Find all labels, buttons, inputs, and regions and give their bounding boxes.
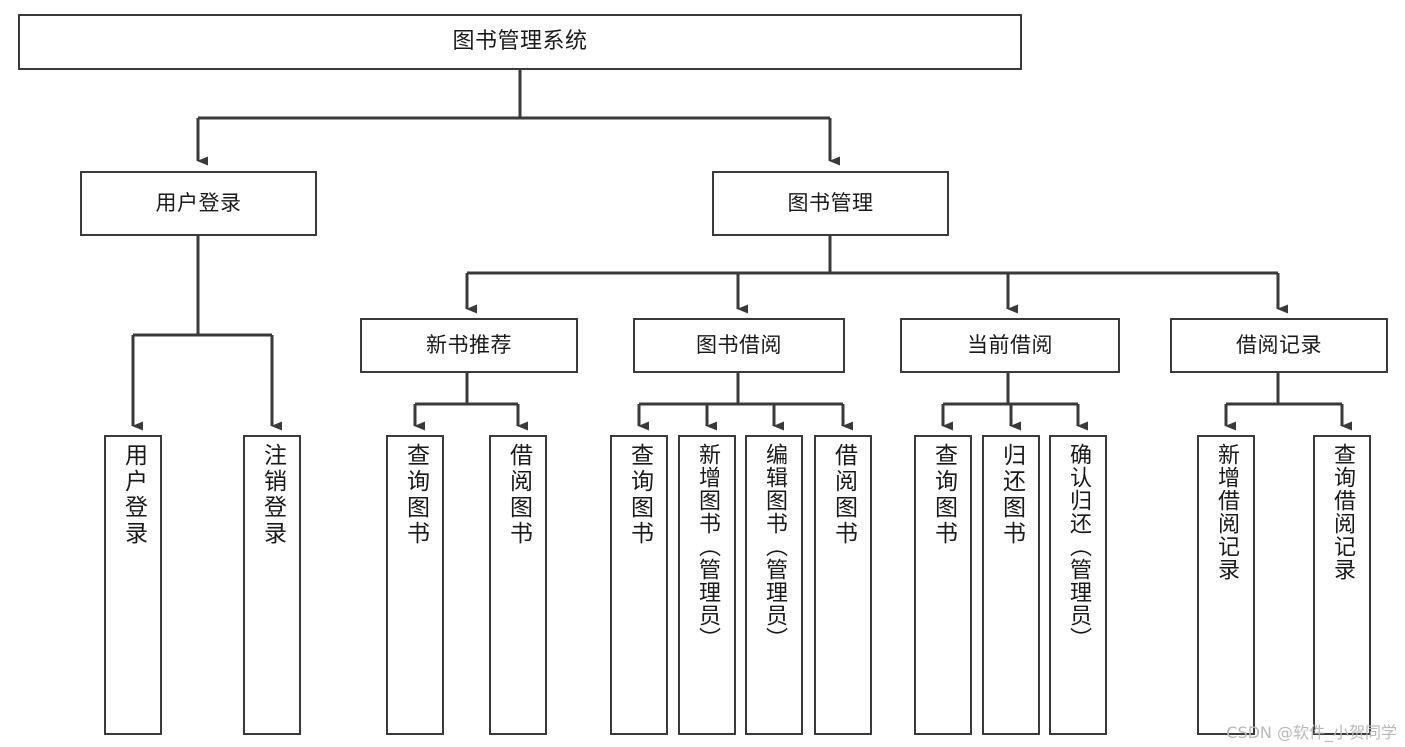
node-book-borrow[interactable]: 图书借阅: [633, 318, 845, 373]
node-leaf-user-login-label: 用户登录: [120, 443, 147, 547]
node-leaf-borrow-book[interactable]: 借阅图书: [814, 435, 872, 735]
node-book-borrow-label: 图书借阅: [696, 333, 782, 358]
node-leaf-borrow-book-newrec-label: 借阅图书: [505, 443, 532, 547]
node-leaf-logout[interactable]: 注销登录: [243, 435, 301, 735]
node-book-manage-label: 图书管理: [787, 191, 874, 216]
node-leaf-add-borrow-record[interactable]: 新增借阅记录: [1197, 435, 1255, 735]
node-user-login[interactable]: 用户登录: [80, 171, 317, 236]
node-leaf-borrow-book-newrec[interactable]: 借阅图书: [489, 435, 547, 735]
node-leaf-add-borrow-record-label: 新增借阅记录: [1214, 443, 1239, 581]
node-leaf-query-borrow-record[interactable]: 查询借阅记录: [1313, 435, 1371, 735]
node-leaf-query-borrow-record-label: 查询借阅记录: [1330, 443, 1355, 581]
node-root[interactable]: 图书管理系统: [18, 14, 1022, 70]
node-current-borrow-label: 当前借阅: [967, 333, 1053, 358]
node-leaf-query-book-current[interactable]: 查询图书: [914, 435, 972, 735]
node-leaf-query-book-current-label: 查询图书: [930, 443, 957, 547]
node-leaf-return-book-label: 归还图书: [998, 443, 1025, 547]
node-current-borrow[interactable]: 当前借阅: [900, 318, 1120, 373]
node-leaf-edit-book-admin-label: 编辑图书（管理员）: [762, 443, 787, 650]
node-borrow-record-label: 借阅记录: [1236, 333, 1322, 358]
node-leaf-query-book-newrec-label: 查询图书: [402, 443, 429, 547]
node-leaf-query-book-newrec[interactable]: 查询图书: [386, 435, 444, 735]
node-leaf-user-login[interactable]: 用户登录: [104, 435, 162, 735]
csdn-watermark: CSDN @软件_小贺同学: [1226, 723, 1397, 742]
node-new-book-recommend-label: 新书推荐: [426, 333, 512, 358]
node-leaf-confirm-return-admin-label: 确认归还（管理员）: [1066, 443, 1091, 650]
node-leaf-return-book[interactable]: 归还图书: [982, 435, 1040, 735]
node-user-login-label: 用户登录: [155, 191, 242, 216]
node-leaf-confirm-return-admin[interactable]: 确认归还（管理员）: [1049, 435, 1107, 735]
node-leaf-edit-book-admin[interactable]: 编辑图书（管理员）: [745, 435, 803, 735]
node-root-label: 图书管理系统: [452, 29, 588, 55]
node-leaf-logout-label: 注销登录: [259, 443, 286, 547]
node-leaf-borrow-book-label: 借阅图书: [830, 443, 857, 547]
node-borrow-record[interactable]: 借阅记录: [1170, 318, 1388, 373]
node-leaf-query-book-borrow[interactable]: 查询图书: [610, 435, 668, 735]
node-leaf-add-book-admin[interactable]: 新增图书（管理员）: [678, 435, 736, 735]
node-new-book-recommend[interactable]: 新书推荐: [360, 318, 578, 373]
node-book-manage[interactable]: 图书管理: [712, 171, 949, 236]
node-leaf-add-book-admin-label: 新增图书（管理员）: [695, 443, 720, 650]
node-leaf-query-book-borrow-label: 查询图书: [626, 443, 653, 547]
